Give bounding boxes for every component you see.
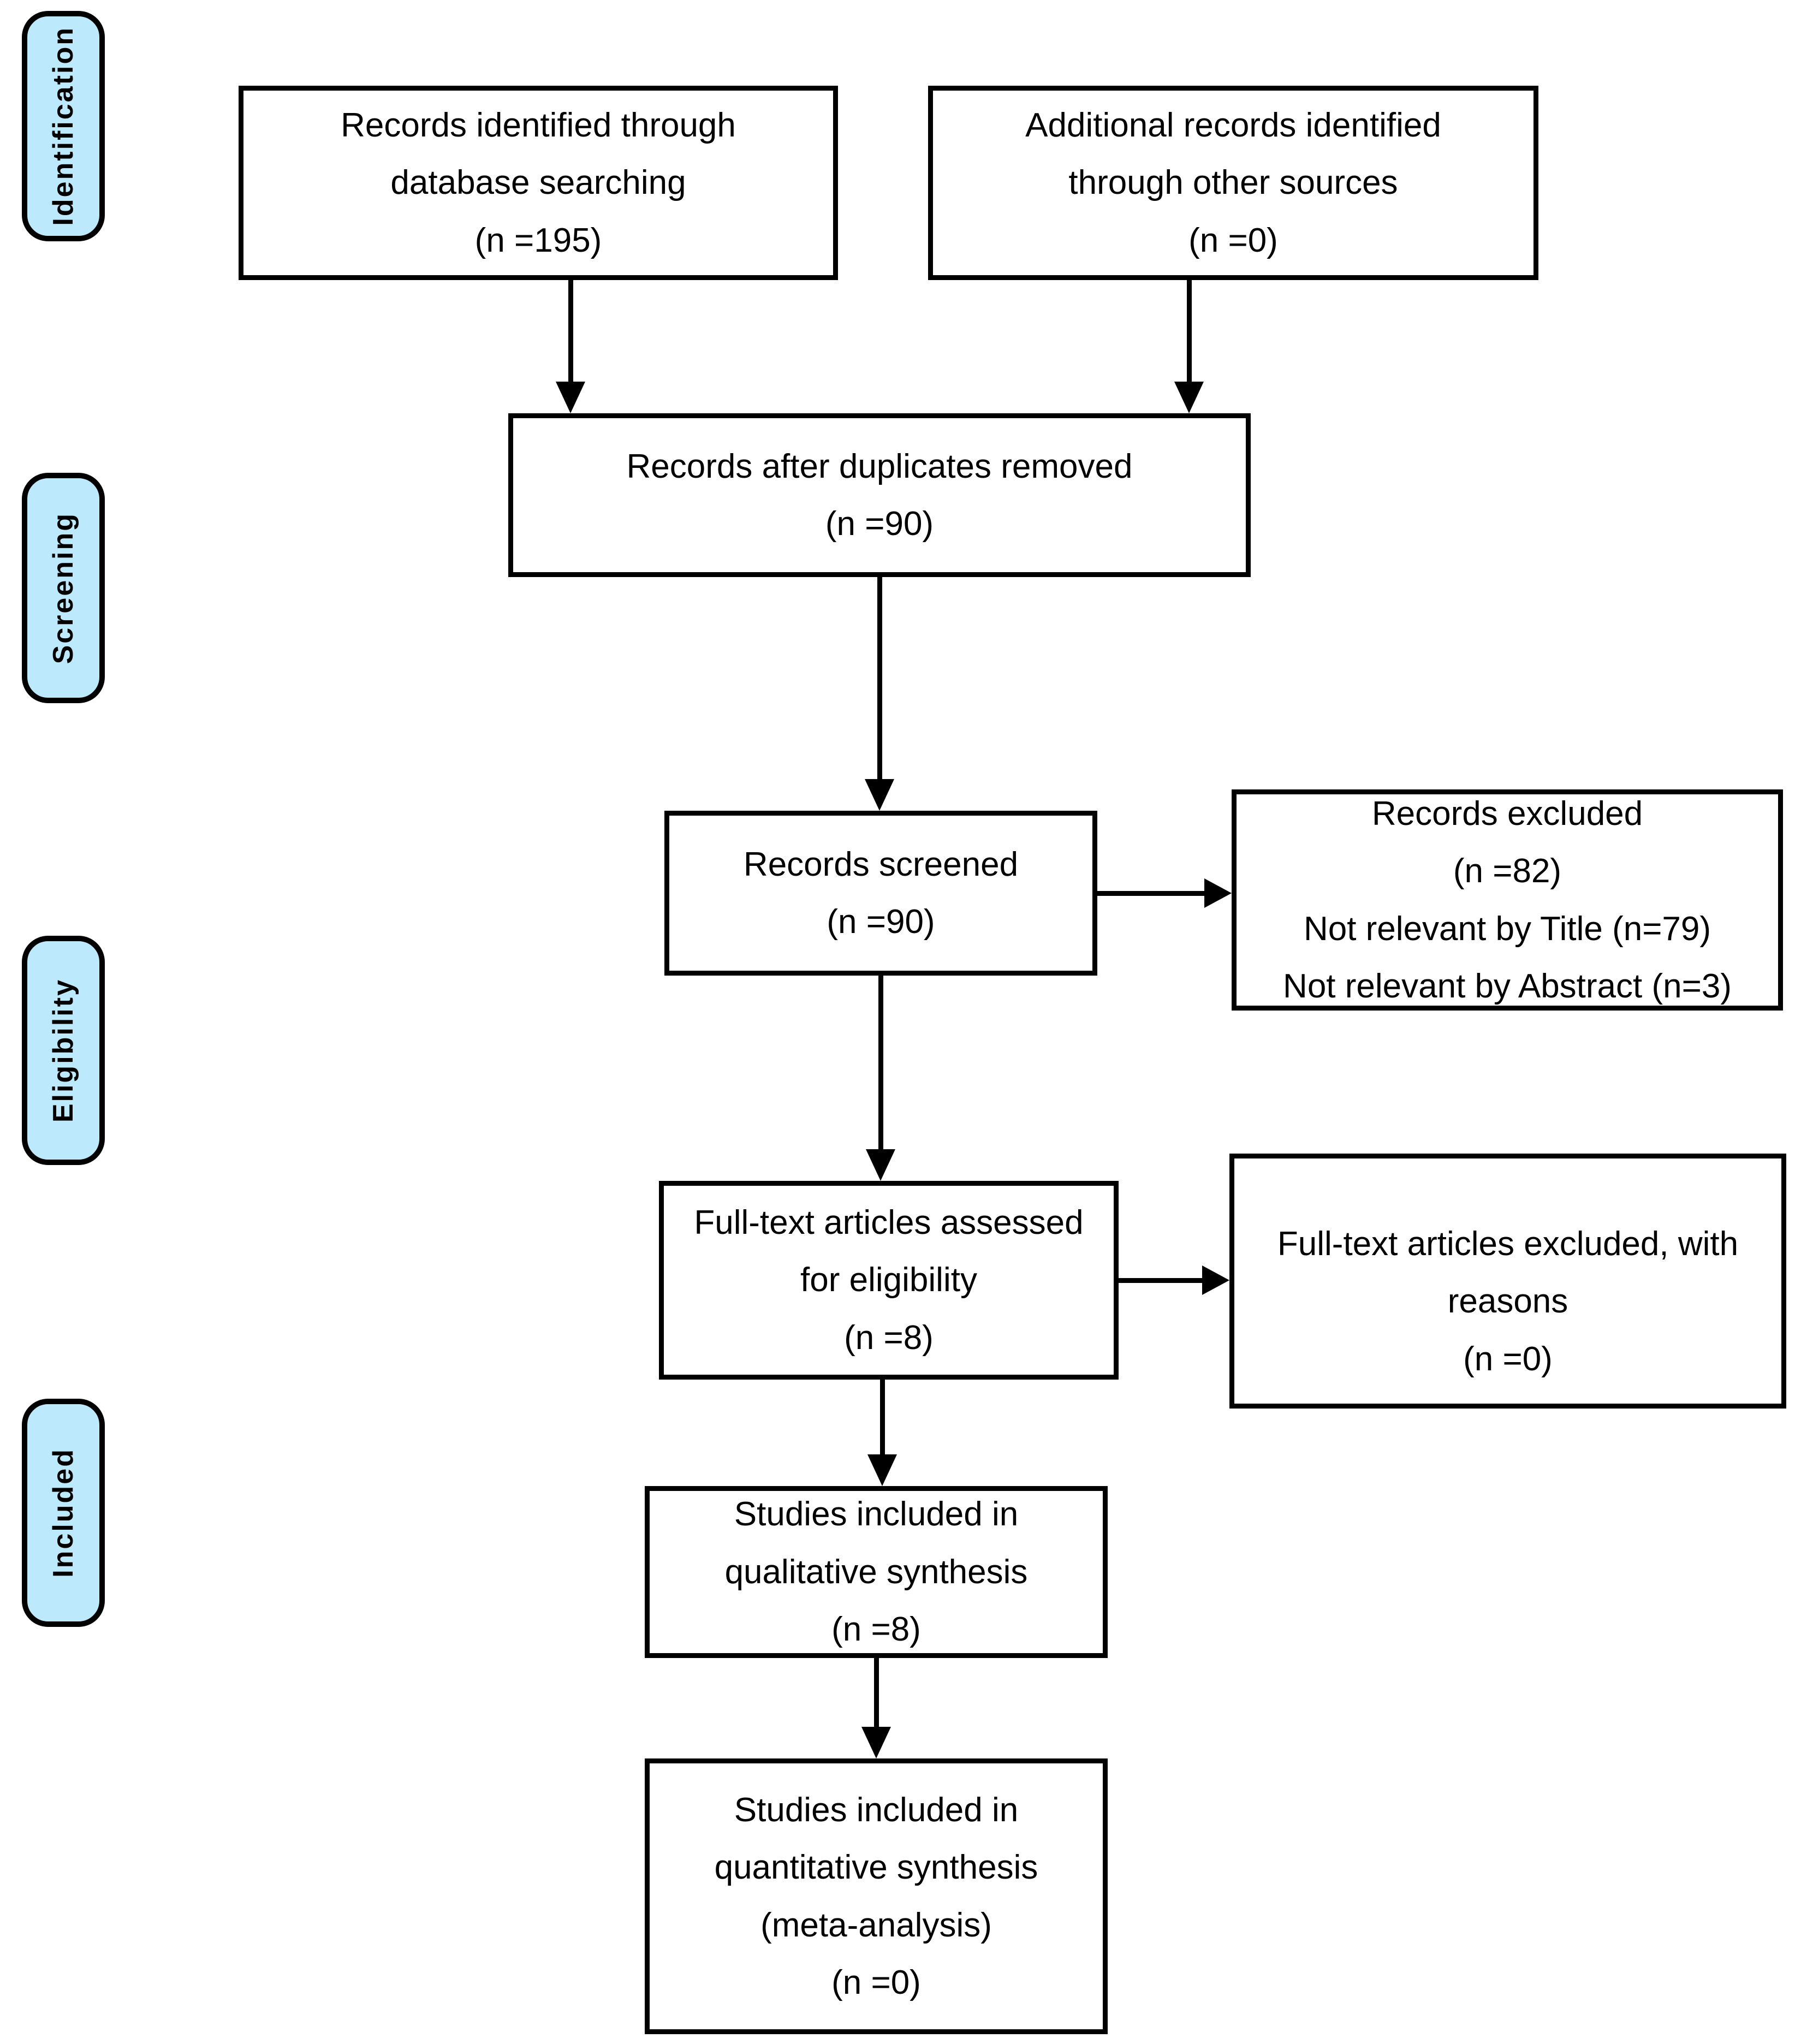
box-text-line: Records screened — [743, 845, 1019, 883]
arrowhead-qualitative-to-quantitative — [861, 1727, 891, 1758]
box-text-line: qualitative synthesis — [724, 1553, 1028, 1591]
box-text-line: (n =0) — [1188, 221, 1278, 259]
box-quantitative-synthesis: Studies included in quantitative synthes… — [645, 1758, 1108, 2034]
arrowhead-database-to-duplicates — [556, 382, 585, 413]
connector-duplicates-to-screened — [877, 577, 882, 781]
connector-screened-to-fulltext — [878, 976, 883, 1151]
box-records-after-duplicates: Records after duplicates removed (n =90) — [508, 413, 1251, 577]
stage-eligibility-label: Eligibility — [47, 978, 79, 1123]
box-records-screened: Records screened (n =90) — [664, 811, 1097, 976]
box-text-line: (n =90) — [827, 903, 935, 941]
arrowhead-duplicates-to-screened — [865, 779, 894, 811]
box-text-line: Not relevant by Title (n=79) — [1303, 910, 1711, 948]
stage-eligibility: Eligibility — [22, 936, 105, 1165]
arrowhead-screened-to-fulltext — [866, 1149, 895, 1181]
box-text-line: (n =195) — [474, 221, 602, 259]
box-text-line: Full-text articles excluded, with — [1277, 1225, 1739, 1263]
connector-fulltext-to-qualitative — [880, 1380, 885, 1457]
box-text-line: (n =82) — [1453, 852, 1562, 890]
box-text-line: (n =0) — [831, 1963, 921, 2001]
box-text-line: Studies included in — [734, 1791, 1019, 1829]
box-text-line: for eligibility — [800, 1261, 977, 1299]
stage-screening: Screening — [22, 473, 105, 703]
box-text-line: Records excluded — [1371, 794, 1643, 833]
arrowhead-screened-to-excluded — [1204, 878, 1232, 908]
arrowhead-fulltext-to-ftexcluded — [1202, 1265, 1229, 1295]
box-text-line: (n =90) — [825, 505, 934, 543]
box-text-line: through other sources — [1068, 164, 1398, 202]
box-text-line: Not relevant by Abstract (n=3) — [1283, 967, 1732, 1005]
box-text-line: database searching — [390, 164, 686, 202]
box-text-line: Records identified through — [341, 106, 736, 144]
box-text-line: (n =8) — [844, 1318, 934, 1357]
box-text-line: (n =8) — [831, 1611, 921, 1649]
box-fulltext-excluded: Full-text articles excluded, with reason… — [1229, 1154, 1786, 1409]
stage-identification-label: Identification — [47, 26, 79, 226]
box-text-line: Full-text articles assessed — [694, 1203, 1084, 1241]
connector-qualitative-to-quantitative — [874, 1658, 879, 1729]
stage-screening-label: Screening — [47, 512, 79, 664]
stage-identification: Identification — [22, 11, 105, 241]
connector-fulltext-to-ftexcluded — [1119, 1278, 1204, 1283]
box-text-line: quantitative synthesis — [714, 1849, 1038, 1887]
box-fulltext-assessed: Full-text articles assessed for eligibil… — [659, 1181, 1119, 1380]
connector-screened-to-excluded — [1097, 891, 1206, 896]
box-text-line: reasons — [1447, 1282, 1568, 1321]
connector-database-to-duplicates — [568, 280, 573, 384]
arrowhead-other-to-duplicates — [1174, 382, 1204, 413]
stage-included-label: Included — [47, 1448, 79, 1578]
box-records-excluded: Records excluded (n =82) Not relevant by… — [1232, 789, 1783, 1011]
arrowhead-fulltext-to-qualitative — [867, 1454, 897, 1486]
box-records-database: Records identified through database sear… — [239, 86, 838, 280]
box-text-line: Additional records identified — [1025, 106, 1441, 144]
box-qualitative-synthesis: Studies included in qualitative synthesi… — [645, 1486, 1108, 1658]
box-text-line: Records after duplicates removed — [626, 447, 1133, 485]
stage-included: Included — [22, 1399, 105, 1627]
box-text-line: Studies included in — [734, 1495, 1019, 1534]
box-records-other-sources: Additional records identified through ot… — [928, 86, 1538, 280]
box-text-line: (n =0) — [1463, 1340, 1553, 1378]
box-text-line: (meta-analysis) — [760, 1906, 992, 1944]
connector-other-to-duplicates — [1187, 280, 1192, 384]
